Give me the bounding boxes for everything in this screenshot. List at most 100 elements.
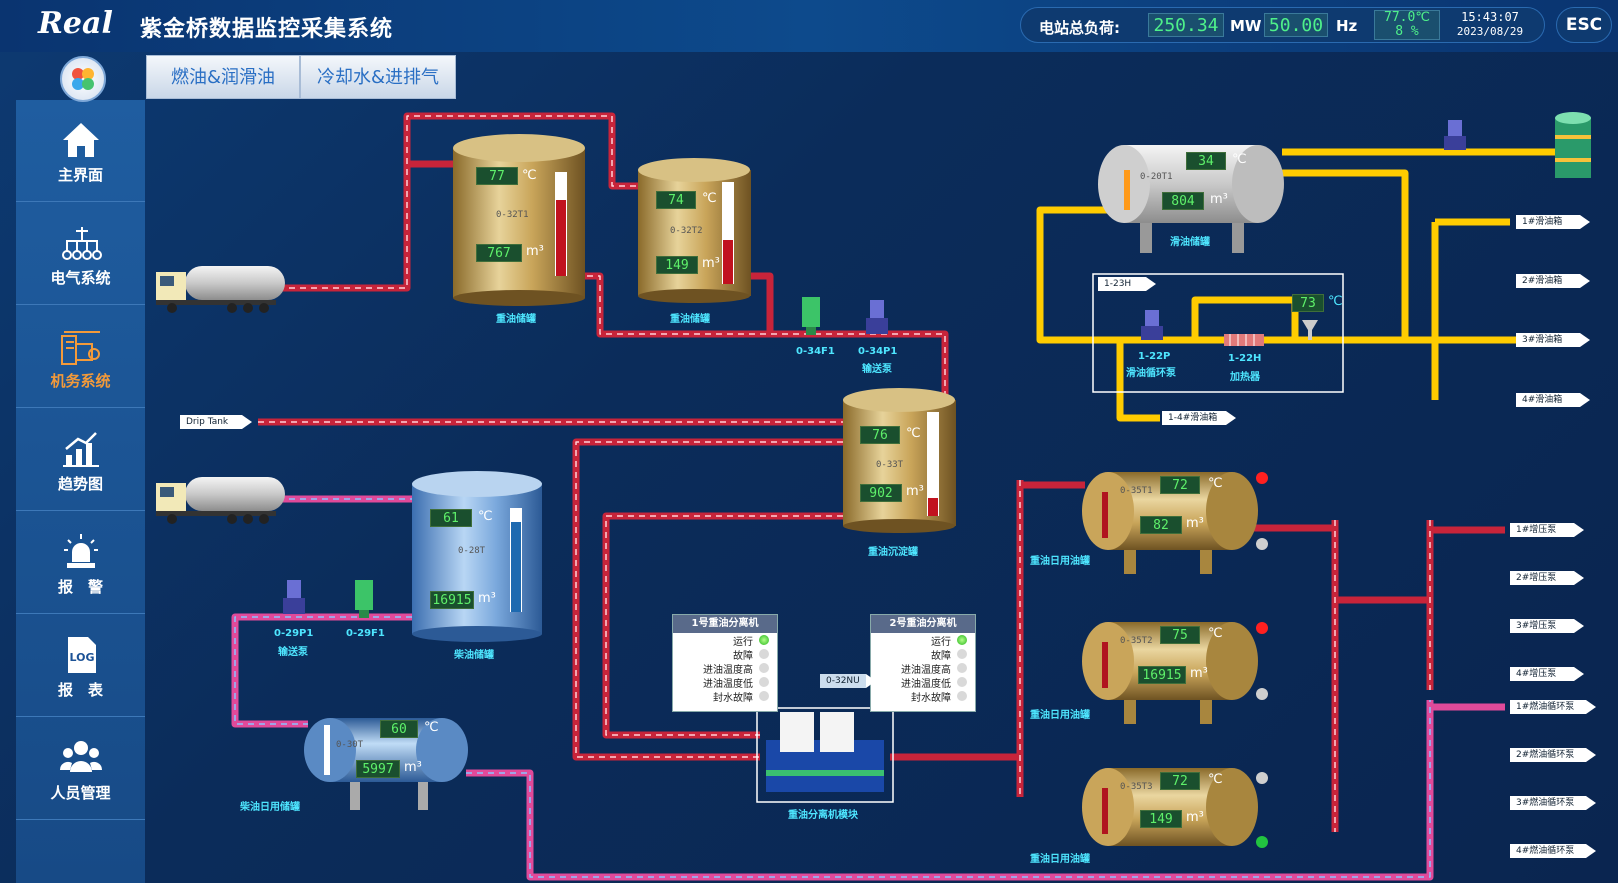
tank-28t-code: 0-28T [458,546,486,556]
status-led [759,677,769,687]
tank-32t2-volume: 149 [656,256,698,274]
humidity-value: 8 [1395,24,1404,39]
sidebar-item-alarm[interactable]: 报 警 [16,512,145,614]
filter-0-34F1-icon [802,297,820,335]
electric-network-icon [62,227,102,260]
filter-0-29F1-icon [355,580,373,618]
pump-0-34P1-label: 0-34P1 [858,346,898,357]
status-row: 运行 [871,633,975,648]
tank-35t2-code: 0-35T2 [1120,636,1153,646]
home-icon [63,123,99,157]
status-led [957,677,967,687]
volume-unit: m³ [404,760,422,775]
esc-button[interactable]: ESC [1556,7,1612,43]
dest-booster-2: 2#增压泵 [1510,571,1584,585]
tank-35t1-volume: 82 [1140,516,1182,534]
status-row: 封水故障 [673,689,777,704]
tank-33t-temp: 76 [860,426,900,444]
tank-32t1-temp: 77 [476,167,518,185]
sidebar-item-electric[interactable]: 电气系统 [16,203,145,305]
status-label: 运行 [931,637,951,648]
tank-33t-name: 重油沉淀罐 [868,547,918,558]
tank-35t2-temp: 75 [1160,626,1200,644]
sidebar-item-report[interactable]: LOG 报 表 [16,615,145,717]
pump-0-29P1-name: 输送泵 [278,647,308,658]
datetime-readout: 15:43:07 2023/08/29 [1446,10,1534,40]
pump-0-34P1-name: 输送泵 [862,364,892,375]
tanker-truck-2 [156,477,285,524]
pump-0-29P1-icon [283,580,305,614]
tank-28t-temp: 61 [430,509,472,527]
tank-32t1-volume: 767 [476,244,522,262]
status-led [957,663,967,673]
dest-booster-4: 4#增压泵 [1510,667,1584,681]
tanker-truck-1 [156,266,285,313]
status-label: 进油温度高 [901,665,951,676]
sidebar-item-trend[interactable]: 趋势图 [16,409,145,511]
tank-28t-volume: 16915 [430,591,474,609]
dest-lube-3: 3#滑油箱 [1516,333,1590,347]
tab-fuel-lube[interactable]: 燃油&润滑油 [146,55,300,99]
status-row: 故障 [871,647,975,662]
tank-32t1-shape [453,134,585,306]
tank-35t1-temp: 72 [1160,476,1200,494]
dest-lube-1-4: 1-4#滑油箱 [1162,411,1236,425]
pump-lube-top-icon [1444,120,1466,150]
tank-20t1-volume: 804 [1162,192,1204,210]
tank-35t3-code: 0-35T3 [1120,782,1153,792]
tank-33t-shape [843,388,956,533]
tank-30t-code: 0-30T [336,740,364,750]
load-label: 电站总负荷: [1039,19,1120,37]
tank-20t1-code: 0-20T1 [1140,172,1173,182]
dest-booster-3: 3#增压泵 [1510,619,1584,633]
volume-unit: m³ [1186,516,1204,531]
pump-1-22P-name: 滑油循环泵 [1126,368,1176,379]
pump-0-34P1-icon [866,300,888,334]
sidebar-item-machinery[interactable]: 机务系统 [16,306,145,408]
frequency-readout: 50.00 [1264,13,1328,37]
dest-circ-1: 1#燃油循环泵 [1510,700,1596,714]
dest-circ-2: 2#燃油循环泵 [1510,748,1596,762]
status-row: 进油温度高 [673,661,777,676]
tank-33t-code: 0-33T [876,460,904,470]
svg-text:LOG: LOG [70,651,95,664]
status-label: 进油温度低 [703,679,753,690]
tab-cooling-air[interactable]: 冷却水&进排气 [300,55,456,99]
filter-0-34F1-label: 0-34F1 [796,346,835,357]
tank-32t1-name: 重油储罐 [496,314,536,325]
temp-unit: ℃ [1232,152,1247,167]
filter-0-29F1-label: 0-29F1 [346,628,385,639]
clock-time: 15:43:07 [1461,10,1519,24]
power-unit: MW [1230,17,1262,35]
status-led [759,649,769,659]
separator-2-panel: 2号重油分离机 运行 故障 进油温度高 进油温度低 封水故障 [870,614,976,712]
temperature-unit: ℃ [1415,10,1430,25]
sidebar-item-label: 主界面 [57,166,103,184]
users-icon [59,741,103,772]
status-led [957,691,967,701]
sidebar-item-home[interactable]: 主界面 [16,100,145,202]
humidity-unit: % [1410,24,1419,39]
machinery-icon [61,331,100,365]
dest-lube-1: 1#滑油箱 [1516,215,1590,229]
sidebar-item-label: 电气系统 [50,269,111,287]
status-label: 进油温度高 [703,665,753,676]
tank-30t-name: 柴油日用储罐 [240,802,300,813]
status-panel: 电站总负荷: 250.34 MW 50.00 Hz 77.0℃ 8 % 15:4… [1020,7,1545,43]
funnel-icon [1302,320,1318,340]
status-led [957,649,967,659]
separator-1-title: 1号重油分离机 [673,615,777,633]
sidebar-item-users[interactable]: 人员管理 [16,718,145,820]
status-row: 进油温度低 [673,675,777,690]
tank-35t2-shape [1082,622,1258,724]
temp-humidity-readout: 77.0℃ 8 % [1374,10,1440,40]
sidebar-item-label: 报 警 [57,578,103,596]
status-row: 运行 [673,633,777,648]
dest-circ-3: 3#燃油循环泵 [1510,796,1596,810]
pump-0-29P1-label: 0-29P1 [274,628,314,639]
header-bar: Real 紫金桥数据监控采集系统 电站总负荷: 250.34 MW 50.00 … [0,0,1618,52]
temp-unit: ℃ [478,509,493,524]
lube-drum-icon [1555,112,1591,178]
tank-35t2-volume: 16915 [1138,666,1186,684]
tank-20t1-temp: 34 [1186,152,1226,170]
